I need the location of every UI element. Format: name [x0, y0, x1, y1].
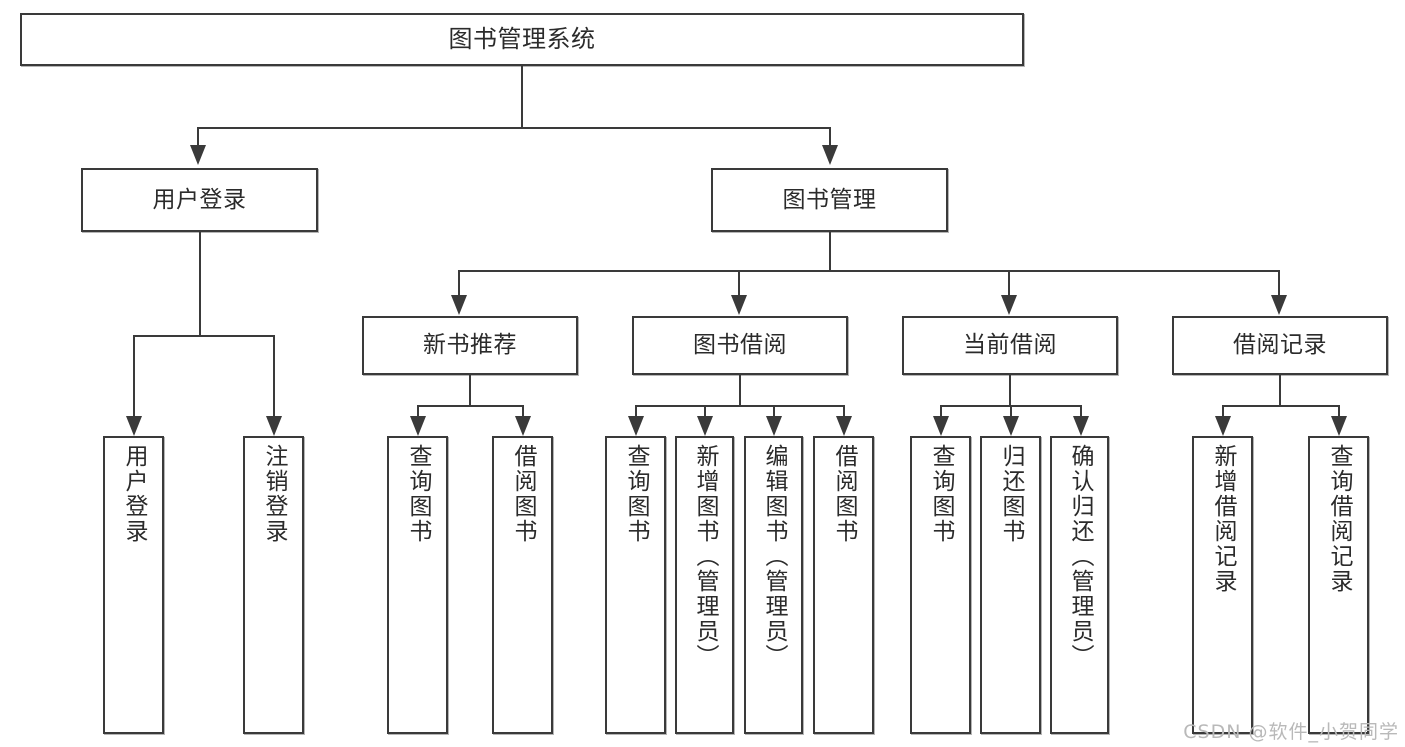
node-label: 图书借阅 — [693, 332, 787, 359]
leaf-bb-query-book[interactable]: 查询图书 — [605, 436, 666, 734]
node-root-system[interactable]: 图书管理系统 — [20, 13, 1024, 66]
arrowhead-book-borrow — [731, 295, 747, 315]
connector-drop-bb-leaf-0 — [635, 405, 637, 417]
node-label: 当前借阅 — [963, 332, 1057, 359]
node-label: 查询图书 — [405, 444, 431, 544]
arrowhead-br-leaf-0 — [1215, 416, 1231, 436]
leaf-nb-borrow-book[interactable]: 借阅图书 — [492, 436, 553, 734]
connector-drop-current-borrow — [1008, 270, 1010, 295]
arrowhead-br-leaf-1 — [1331, 416, 1347, 436]
arrowhead-nb-leaf-0 — [410, 416, 426, 436]
arrowhead-cb-leaf-1 — [1003, 416, 1019, 436]
leaf-bb-borrow-book[interactable]: 借阅图书 — [813, 436, 874, 734]
connector-book-manage-stem — [829, 232, 831, 271]
arrowhead-new-book — [451, 295, 467, 315]
connector-borrow-record-bus — [1222, 405, 1338, 407]
arrowhead-user-login — [190, 145, 206, 165]
node-label: 图书管理 — [782, 186, 877, 213]
node-label: 用户登录 — [152, 186, 247, 213]
connector-drop-br-leaf-1 — [1338, 405, 1340, 417]
node-user-login[interactable]: 用户登录 — [81, 168, 318, 232]
node-borrowing-record[interactable]: 借阅记录 — [1172, 316, 1388, 375]
arrowhead-ul-leaf-0 — [126, 416, 142, 436]
leaf-cb-query-book[interactable]: 查询图书 — [910, 436, 971, 734]
arrowhead-bb-leaf-0 — [628, 416, 644, 436]
leaf-cb-return-book[interactable]: 归还图书 — [980, 436, 1041, 734]
leaf-nb-query-book[interactable]: 查询图书 — [387, 436, 448, 734]
node-label: 借阅记录 — [1233, 332, 1327, 359]
connector-drop-cb-leaf-0 — [940, 405, 942, 417]
connector-new-book-bus — [417, 405, 522, 407]
leaf-br-query-record[interactable]: 查询借阅记录 — [1308, 436, 1369, 734]
node-label: 新增图书（管理员） — [692, 444, 718, 669]
arrowhead-borrow-record — [1271, 295, 1287, 315]
connector-root-stem — [521, 66, 523, 128]
arrowhead-bb-leaf-3 — [836, 416, 852, 436]
connector-drop-br-leaf-0 — [1222, 405, 1224, 417]
connector-user-login-bus — [133, 335, 273, 337]
arrowhead-bb-leaf-1 — [697, 416, 713, 436]
arrowhead-cb-leaf-0 — [933, 416, 949, 436]
connector-current-borrow-stem — [1009, 375, 1011, 406]
arrowhead-cb-leaf-2 — [1073, 416, 1089, 436]
connector-drop-new-book — [458, 270, 460, 295]
connector-drop-borrow-record — [1278, 270, 1280, 295]
connector-drop-bb-leaf-1 — [704, 405, 706, 417]
leaf-br-add-record[interactable]: 新增借阅记录 — [1192, 436, 1253, 734]
node-label: 查询借阅记录 — [1326, 444, 1352, 594]
connector-drop-nb-leaf-1 — [522, 405, 524, 417]
node-new-book-recommend[interactable]: 新书推荐 — [362, 316, 578, 375]
connector-level2-bus — [458, 270, 1278, 272]
node-current-borrowing[interactable]: 当前借阅 — [902, 316, 1118, 375]
arrowhead-ul-leaf-1 — [266, 416, 282, 436]
connector-new-book-stem — [469, 375, 471, 406]
leaf-user-login[interactable]: 用户登录 — [103, 436, 164, 734]
connector-drop-bb-leaf-3 — [843, 405, 845, 417]
node-label: 借阅图书 — [831, 444, 857, 544]
node-label: 新增借阅记录 — [1210, 444, 1236, 594]
leaf-bb-edit-book-admin[interactable]: 编辑图书（管理员） — [744, 436, 803, 734]
node-book-borrowing[interactable]: 图书借阅 — [632, 316, 848, 375]
connector-drop-book-borrow — [738, 270, 740, 295]
arrowhead-book-manage — [822, 145, 838, 165]
node-label: 图书管理系统 — [448, 24, 596, 53]
connector-drop-book-manage — [829, 127, 831, 145]
arrowhead-bb-leaf-2 — [766, 416, 782, 436]
arrowhead-nb-leaf-1 — [515, 416, 531, 436]
node-label: 新书推荐 — [423, 332, 517, 359]
connector-drop-bb-leaf-2 — [773, 405, 775, 417]
connector-level1-bus — [197, 127, 829, 129]
connector-drop-user-login — [197, 127, 199, 145]
node-label: 用户登录 — [121, 444, 147, 544]
leaf-cb-confirm-return-admin[interactable]: 确认归还（管理员） — [1050, 436, 1109, 734]
node-label: 编辑图书（管理员） — [761, 444, 787, 669]
connector-drop-ul-leaf-1 — [273, 335, 275, 416]
connector-drop-ul-leaf-0 — [133, 335, 135, 416]
node-label: 归还图书 — [998, 444, 1024, 544]
node-label: 确认归还（管理员） — [1067, 444, 1093, 669]
connector-drop-nb-leaf-0 — [417, 405, 419, 417]
connector-book-borrow-bus — [635, 405, 843, 407]
connector-borrow-record-stem — [1279, 375, 1281, 406]
arrowhead-current-borrow — [1001, 295, 1017, 315]
node-book-management[interactable]: 图书管理 — [711, 168, 948, 232]
connector-drop-cb-leaf-1 — [1010, 405, 1012, 417]
node-label: 查询图书 — [928, 444, 954, 544]
node-label: 注销登录 — [261, 444, 287, 544]
connector-user-login-stem — [199, 232, 201, 336]
node-label: 借阅图书 — [510, 444, 536, 544]
leaf-bb-add-book-admin[interactable]: 新增图书（管理员） — [675, 436, 734, 734]
node-label: 查询图书 — [623, 444, 649, 544]
connector-book-borrow-stem — [739, 375, 741, 406]
connector-drop-cb-leaf-2 — [1080, 405, 1082, 417]
leaf-logout[interactable]: 注销登录 — [243, 436, 304, 734]
